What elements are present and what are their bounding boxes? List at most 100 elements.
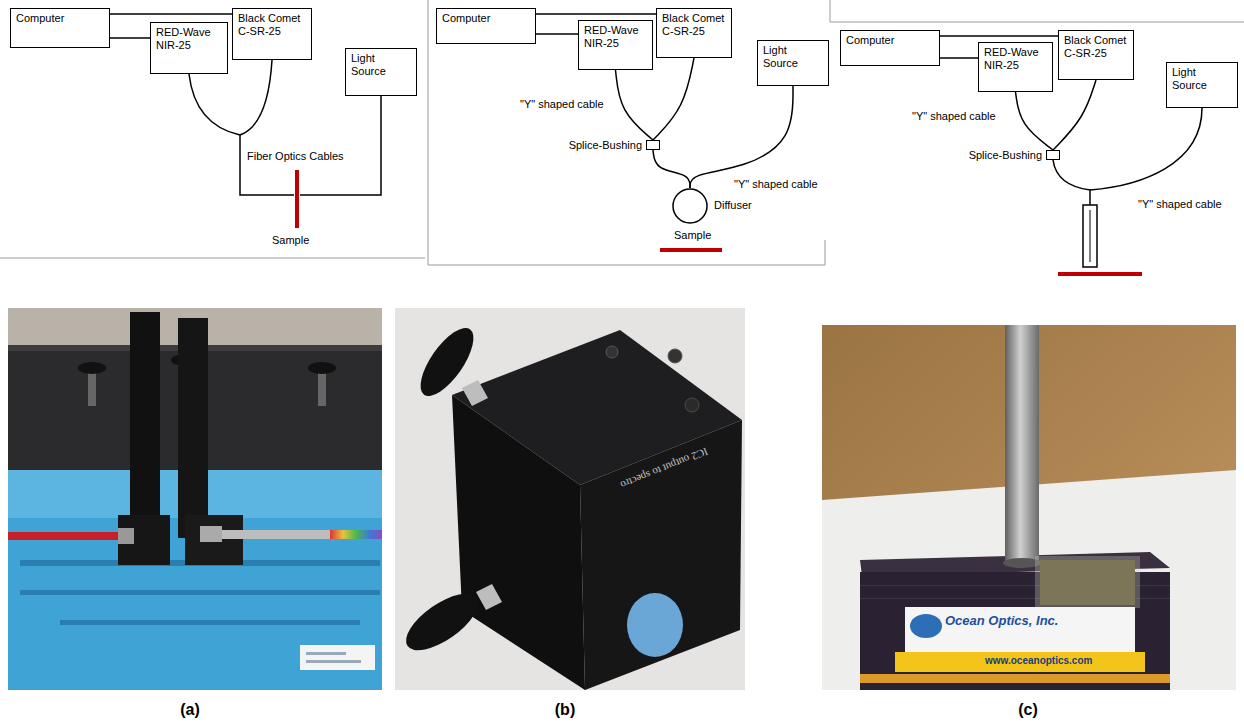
panel-caption: (c) xyxy=(1018,700,1038,719)
fiber-cable-part xyxy=(300,96,381,195)
annotation-label: "Y" shaped cable xyxy=(734,178,818,191)
photo-a-part xyxy=(8,308,382,690)
photo-a-part xyxy=(118,528,134,544)
photo-a-part xyxy=(20,590,380,595)
photo-a-part xyxy=(88,370,96,406)
photo-b xyxy=(395,308,745,690)
photo-c-part xyxy=(905,607,1135,653)
photo-a-part xyxy=(205,530,382,539)
splice-bushing-box: Splice-Bushing xyxy=(1046,150,1060,160)
node-label: Splice-Bushing xyxy=(569,139,642,152)
node-label: Black Comet C-SR-25 xyxy=(662,12,726,38)
fiber-cable xyxy=(110,37,150,39)
photo-c-part xyxy=(895,652,1145,672)
node-label: Diffuser xyxy=(714,199,752,212)
process-box: Computer xyxy=(840,30,940,66)
node-label: Light Source xyxy=(1172,66,1232,92)
node-label: Black Comet C-SR-25 xyxy=(1064,34,1128,60)
annotation-label: Sample xyxy=(272,234,309,247)
panel-frame-part xyxy=(830,22,1244,23)
fiber-cable xyxy=(653,58,694,140)
probe-symbol xyxy=(1083,205,1097,267)
photo-a-part xyxy=(118,515,170,565)
process-box: Computer xyxy=(436,8,536,44)
panel-frame-part xyxy=(428,0,429,265)
photo-a-part xyxy=(130,312,160,537)
fiber-cable xyxy=(690,86,793,188)
photo-c xyxy=(822,325,1236,690)
node-label: Computer xyxy=(846,34,934,47)
process-box: Light Source xyxy=(1166,62,1238,108)
circle-outline xyxy=(673,189,707,223)
node-label: Computer xyxy=(442,12,530,25)
photo-b-part xyxy=(411,320,483,404)
sample-bar-part xyxy=(660,248,722,252)
panel-frame-part xyxy=(428,265,825,266)
photo-c-part xyxy=(860,674,1170,683)
photo-a xyxy=(8,308,382,690)
sample-bar-part xyxy=(295,170,299,228)
panel-caption: (b) xyxy=(555,700,575,719)
process-box: RED-Wave NIR-25 xyxy=(578,20,653,70)
fiber-cable xyxy=(110,13,232,15)
brand-url: www.oceanoptics.com xyxy=(985,655,1092,667)
photo-a-part xyxy=(330,530,382,539)
fiber-cable xyxy=(536,33,578,35)
photo-a-part xyxy=(308,362,336,374)
process-box: Light Source xyxy=(345,48,417,96)
process-box: Black Comet C-SR-25 xyxy=(656,8,732,58)
process-box: Black Comet C-SR-25 xyxy=(1058,30,1134,80)
annotation-label: Sample xyxy=(674,229,711,242)
photo-a-part xyxy=(60,620,360,625)
fiber-cable xyxy=(1053,80,1096,150)
probe-symbol-part xyxy=(1090,210,1091,262)
fiber-cable-part xyxy=(240,135,294,195)
fiber-cable xyxy=(940,57,978,59)
node-label: Light Source xyxy=(351,52,411,78)
photo-a-part xyxy=(185,515,243,565)
photo-a-part xyxy=(8,532,124,540)
fiber-cable xyxy=(653,150,690,188)
fiber-cable-part xyxy=(1053,160,1090,205)
photo-c-part xyxy=(910,614,942,638)
probe-symbol-part xyxy=(1083,205,1097,267)
sample-bar-part xyxy=(1058,272,1142,276)
process-box: Light Source xyxy=(757,40,829,86)
panel-caption: (a) xyxy=(180,700,200,719)
brand-label: Ocean Optics, Inc. xyxy=(945,613,1058,629)
splice-bushing-box: Splice-Bushing xyxy=(646,140,660,150)
photo-b-part xyxy=(462,380,488,406)
photo-b-part xyxy=(452,395,585,690)
fiber-cable-part xyxy=(189,74,240,135)
photo-a-part xyxy=(306,660,361,663)
photo-b-part xyxy=(627,593,683,657)
photo-c-part xyxy=(1005,325,1039,565)
photo-b-part xyxy=(397,583,486,661)
photo-c-part xyxy=(822,325,1236,690)
annotation-label: "Y" shaped cable xyxy=(1138,198,1222,211)
sample-bar xyxy=(295,170,1142,276)
fiber-cable xyxy=(1016,92,1054,150)
node-label: RED-Wave NIR-25 xyxy=(984,46,1047,72)
circle-outline xyxy=(672,188,708,224)
photo-a-part xyxy=(300,645,375,670)
fiber-cable-part xyxy=(240,60,272,135)
photo-a-part xyxy=(318,370,326,406)
process-box: RED-Wave NIR-25 xyxy=(150,22,228,74)
photo-a-part xyxy=(178,318,208,538)
photo-b-part xyxy=(606,346,618,358)
photo-b-part xyxy=(476,584,502,610)
panel-frame-part xyxy=(825,240,826,265)
panel-frame-part xyxy=(0,258,425,259)
node-label: Splice-Bushing xyxy=(969,149,1042,162)
photo-b-part xyxy=(668,349,682,363)
fiber-cable xyxy=(616,70,654,140)
photo-a-part xyxy=(306,652,346,655)
diffuser-circle: Diffuser xyxy=(672,188,708,224)
process-box: RED-Wave NIR-25 xyxy=(978,42,1053,92)
process-box: Black Comet C-SR-25 xyxy=(232,8,312,60)
fiber-cable-part xyxy=(1090,108,1202,190)
photo-c-part xyxy=(1035,556,1140,608)
node-label: Computer xyxy=(16,12,104,25)
